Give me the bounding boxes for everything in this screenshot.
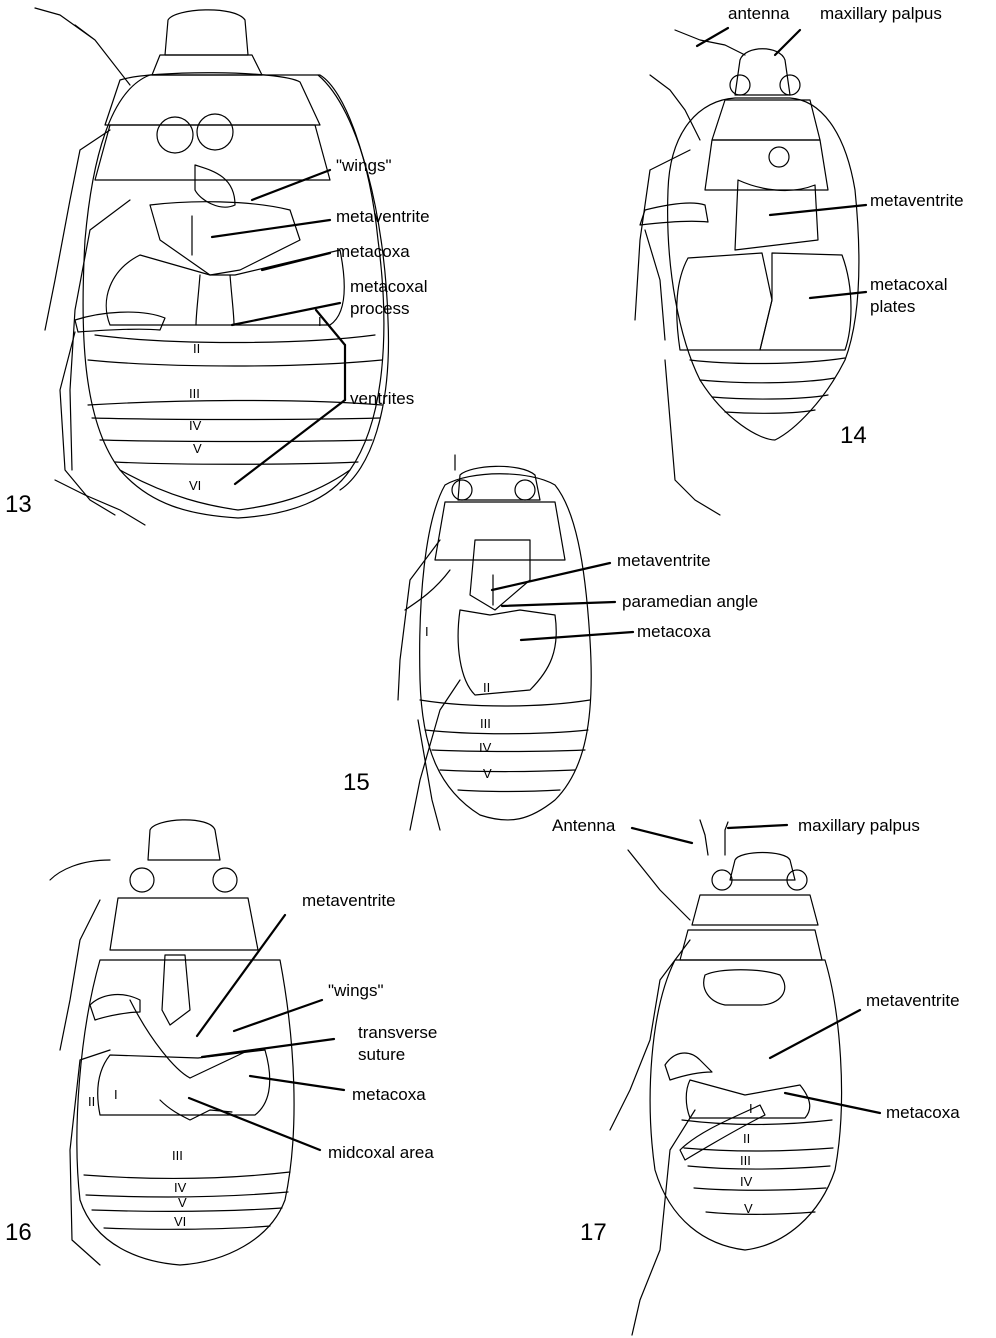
figure-number-17: 17 bbox=[580, 1219, 607, 1246]
labels-16: metaventrite "wings" transverse suture m… bbox=[302, 891, 437, 1162]
label-metacoxal: metacoxal bbox=[870, 275, 947, 294]
segment-label: I bbox=[114, 1087, 118, 1102]
label-metaventrite: metaventrite bbox=[870, 191, 964, 210]
figure-14: antenna maxillary palpus metaventrite me… bbox=[635, 4, 964, 515]
label-metaventrite: metaventrite bbox=[866, 991, 960, 1010]
label-maxillary-palpus: maxillary palpus bbox=[798, 816, 920, 835]
figure-15: I II III IV V metaventrite paramedian an… bbox=[343, 455, 758, 830]
label-paramedian-angle: paramedian angle bbox=[622, 592, 758, 611]
beetle-illustration-17 bbox=[610, 820, 842, 1335]
label-metaventrite: metaventrite bbox=[302, 891, 396, 910]
segment-label: I bbox=[425, 624, 429, 639]
figure-16: I II III IV V VI metaventrite "wings" tr… bbox=[5, 820, 437, 1265]
segment-label: III bbox=[172, 1148, 183, 1163]
leaders-14 bbox=[697, 28, 866, 298]
ventrite-numerals-16: I II III IV V VI bbox=[88, 1087, 187, 1229]
label-transverse: transverse bbox=[358, 1023, 437, 1042]
beetle-illustration-13 bbox=[35, 8, 388, 525]
label-metacoxal: metacoxal bbox=[350, 277, 427, 296]
label-metaventrite: metaventrite bbox=[617, 551, 711, 570]
label-metacoxa: metacoxa bbox=[352, 1085, 426, 1104]
segment-label: II bbox=[483, 680, 490, 695]
labels-14: antenna maxillary palpus metaventrite me… bbox=[728, 4, 964, 316]
figure-number-15: 15 bbox=[343, 769, 370, 796]
segment-label: IV bbox=[174, 1180, 187, 1195]
segment-label: V bbox=[178, 1195, 187, 1210]
label-metacoxa: metacoxa bbox=[886, 1103, 960, 1122]
leaders-13 bbox=[212, 170, 345, 484]
beetle-illustration-16 bbox=[50, 820, 294, 1265]
label-process: process bbox=[350, 299, 410, 318]
leaders-17 bbox=[632, 825, 880, 1113]
leaders-15 bbox=[492, 563, 633, 640]
segment-label: I bbox=[749, 1101, 753, 1116]
labels-15: metaventrite paramedian angle metacoxa bbox=[617, 551, 758, 641]
label-metacoxa: metacoxa bbox=[336, 242, 410, 261]
segment-label: V bbox=[744, 1201, 753, 1216]
segment-label: III bbox=[480, 716, 491, 731]
segment-label: IV bbox=[189, 418, 202, 433]
label-maxillary-palpus: maxillary palpus bbox=[820, 4, 942, 23]
label-metaventrite: metaventrite bbox=[336, 207, 430, 226]
figure-number-14: 14 bbox=[840, 422, 867, 449]
label-plates: plates bbox=[870, 297, 915, 316]
segment-label: IV bbox=[479, 740, 492, 755]
figure-17: I II III IV V Antenna maxillary palpus m… bbox=[552, 816, 960, 1335]
label-wings: "wings" bbox=[328, 981, 384, 1000]
label-antenna: antenna bbox=[728, 4, 790, 23]
segment-label: V bbox=[483, 766, 492, 781]
beetle-illustration-15 bbox=[398, 455, 591, 830]
segment-label: IV bbox=[740, 1174, 753, 1189]
segment-label: V bbox=[193, 441, 202, 456]
figure-13: I II III IV V VI "wings" metaventrite me… bbox=[5, 8, 430, 525]
beetle-illustration-14 bbox=[635, 30, 859, 515]
figure-number-13: 13 bbox=[5, 491, 32, 518]
segment-label: II bbox=[88, 1094, 95, 1109]
segment-label: II bbox=[193, 341, 200, 356]
label-antenna: Antenna bbox=[552, 816, 616, 835]
labels-13: "wings" metaventrite metacoxa metacoxal … bbox=[336, 156, 430, 408]
labels-17: Antenna maxillary palpus metaventrite me… bbox=[552, 816, 960, 1122]
label-ventrites: ventrites bbox=[350, 389, 414, 408]
segment-label: II bbox=[743, 1131, 750, 1146]
label-midcoxal-area: midcoxal area bbox=[328, 1143, 434, 1162]
segment-label: III bbox=[189, 386, 200, 401]
label-metacoxa: metacoxa bbox=[637, 622, 711, 641]
segment-label: VI bbox=[189, 478, 201, 493]
label-suture: suture bbox=[358, 1045, 405, 1064]
label-wings: "wings" bbox=[336, 156, 392, 175]
figure-number-16: 16 bbox=[5, 1219, 32, 1246]
segment-label: III bbox=[740, 1153, 751, 1168]
segment-label: VI bbox=[174, 1214, 186, 1229]
